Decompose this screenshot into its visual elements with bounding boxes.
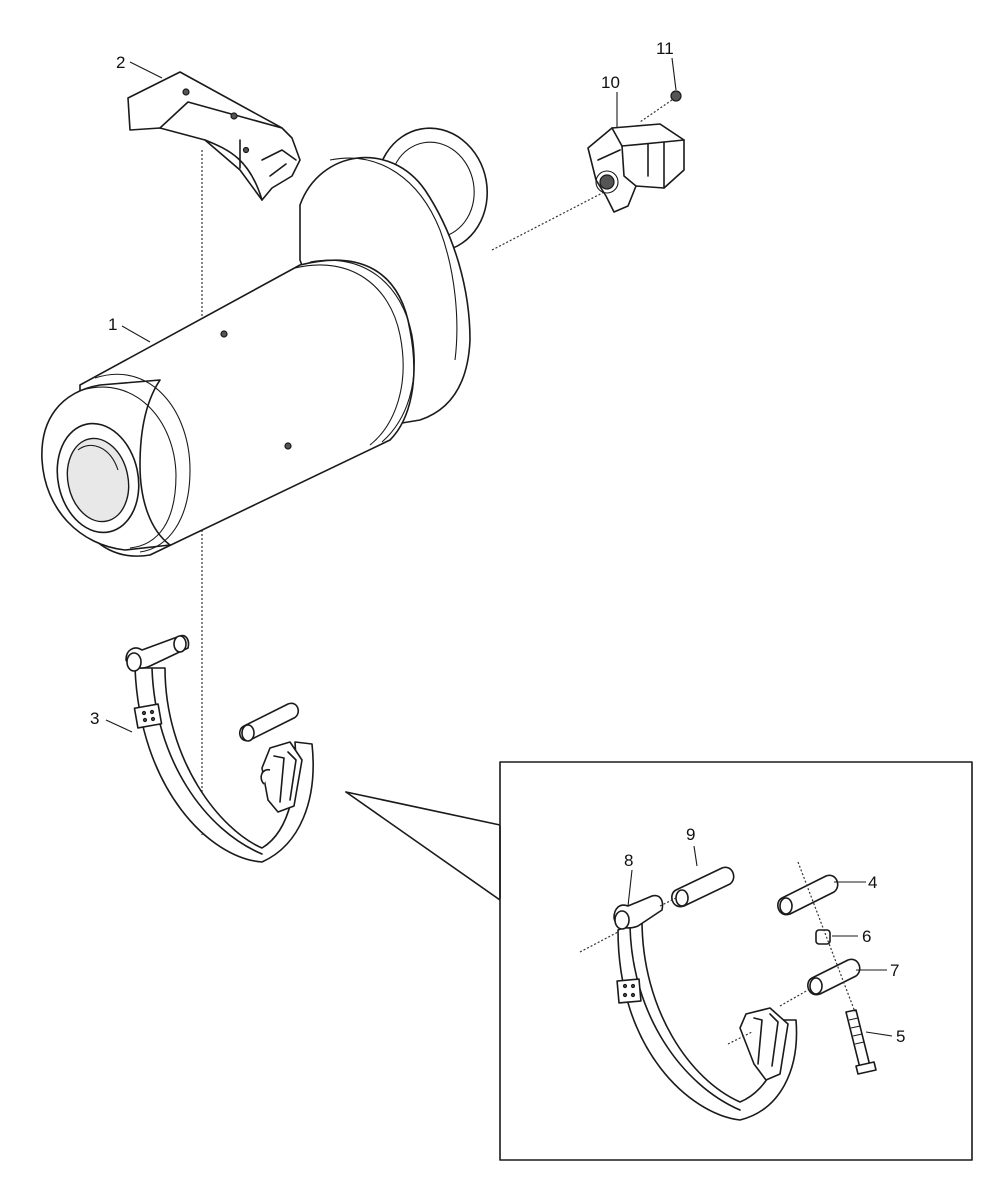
pin-4[interactable] [777,874,839,916]
callout-5: 5 [896,1027,905,1046]
callout-4: 4 [868,873,877,892]
callout-7: 7 [890,961,899,980]
detail-axis [797,861,856,1013]
spacer-6[interactable] [815,929,831,945]
leader-lines [105,57,893,1037]
callout-6: 6 [862,927,871,946]
alignment-line-nut [639,99,673,123]
nut[interactable] [670,90,682,102]
alignment-line-outlet [491,187,613,251]
bolt-5[interactable] [845,1009,877,1075]
callout-11: 11 [656,39,674,58]
callout-10: 10 [601,73,620,92]
clamp-strap[interactable] [125,634,314,863]
detail-strap[interactable] [579,894,798,1121]
sensor-bracket[interactable] [587,123,685,213]
callout-9: 9 [686,825,695,844]
pin-9[interactable] [659,866,735,908]
callout-1: 1 [108,315,117,334]
muffler-body[interactable] [41,119,497,557]
detail-view-box [345,761,973,1161]
pin-7[interactable] [779,958,861,1007]
callout-2: 2 [116,53,125,72]
upper-bracket[interactable] [127,71,301,201]
callout-8: 8 [624,851,633,870]
callout-3: 3 [90,709,99,728]
